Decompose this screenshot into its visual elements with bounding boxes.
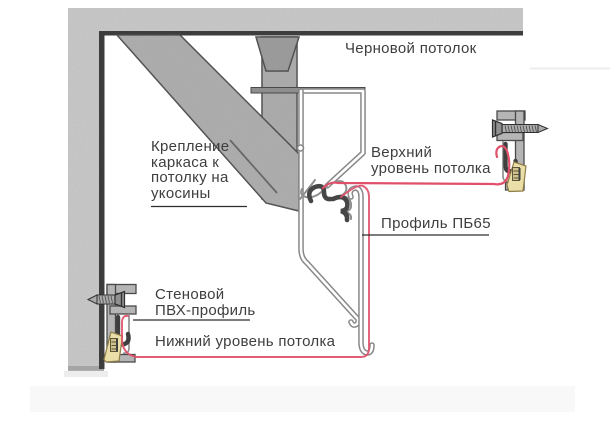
ceiling-slab	[68, 8, 523, 33]
wall-pvc-profile-left	[86, 283, 137, 363]
canvas-step-lower-line	[121, 184, 370, 358]
wall-column	[68, 8, 104, 371]
frame-bracing-line-3: потолку на	[151, 169, 229, 186]
hanger-bracket	[254, 36, 301, 72]
screw-right	[491, 119, 549, 138]
wall-pvc-profile-right	[491, 110, 549, 193]
wall-pvc-line-2: ПВХ-профиль	[155, 301, 256, 319]
decor-insert-right	[506, 161, 527, 193]
frame-bracing-line-1: Крепление	[151, 138, 230, 155]
rough-ceiling-label: Черновой потолок	[345, 40, 477, 57]
slab-wall-dark-edges	[99, 31, 523, 369]
label-leader-lines	[133, 205, 489, 321]
profile-pb65-outline	[296, 88, 375, 356]
canvas-upper-level-line	[321, 145, 511, 190]
frame-bracing-line-2: каркаса к	[151, 153, 220, 171]
decor-insert-left	[103, 331, 124, 363]
upper-level-line-2: уровень потолка	[371, 159, 491, 177]
lower-level-label: Нижний уровень потолка	[155, 333, 336, 350]
frame-bracing-line-4: укосины	[151, 184, 211, 202]
harpoon-clips	[306, 183, 350, 223]
profile-pb65-label: Профиль ПБ65	[381, 215, 491, 232]
wall-pvc-line-1: Стеновой	[155, 286, 225, 303]
background-washes	[30, 67, 610, 412]
upper-level-line-1: Верхний	[371, 144, 433, 161]
screw-left	[86, 290, 126, 309]
